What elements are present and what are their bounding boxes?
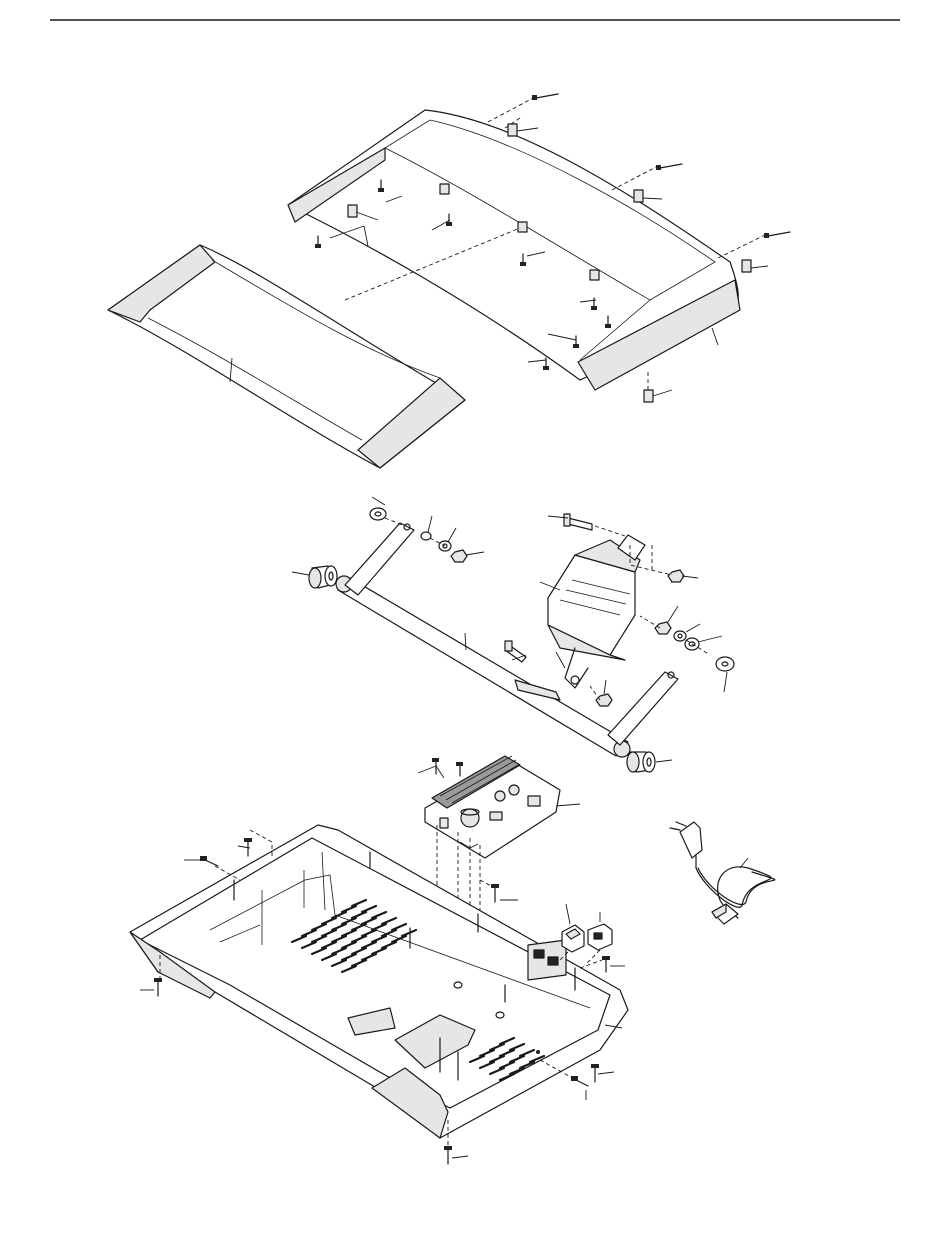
incline-motor xyxy=(540,535,645,688)
hood-cover xyxy=(108,245,465,468)
lower-base-shell xyxy=(130,825,628,1138)
hood-assembly xyxy=(108,94,790,468)
motor-incline-assembly xyxy=(292,497,734,772)
power-cord xyxy=(670,822,775,924)
